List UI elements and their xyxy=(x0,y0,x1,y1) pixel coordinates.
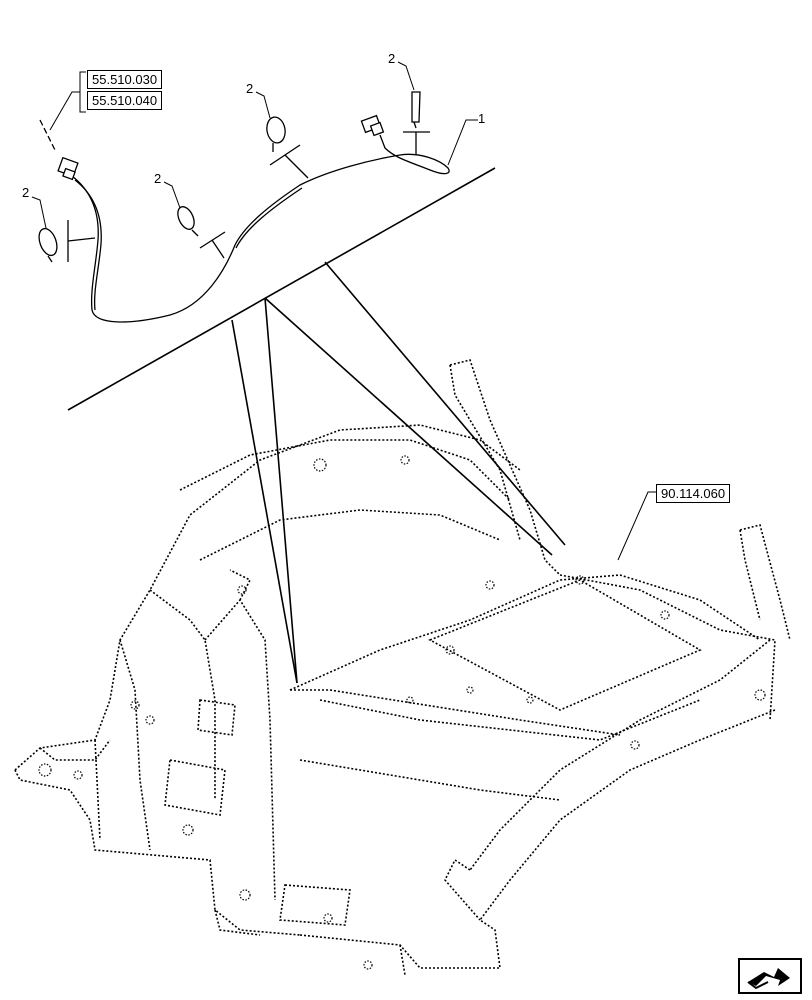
callout-harness: 1 xyxy=(478,111,486,126)
callout-clip-upper: 2 xyxy=(246,81,254,96)
callout-clip-middle: 2 xyxy=(154,171,162,186)
callout-leaders xyxy=(31,61,656,561)
cab-frame xyxy=(14,359,791,976)
wiring-harness xyxy=(71,134,450,323)
next-page-button[interactable] xyxy=(738,958,802,994)
callout-clip-left: 2 xyxy=(22,185,30,200)
pointer-ticks xyxy=(39,119,430,262)
reference-55-510-030[interactable]: 55.510.030 xyxy=(87,70,163,89)
section-boundary xyxy=(67,167,566,684)
connector-right xyxy=(360,114,385,137)
next-page-arrow-icon xyxy=(747,968,790,990)
connector-left xyxy=(57,156,79,181)
reference-55-510-040[interactable]: 55.510.040 xyxy=(87,91,163,110)
callout-clip-right: 2 xyxy=(388,51,396,66)
frame-holes xyxy=(38,455,766,970)
reference-90-114-060[interactable]: 90.114.060 xyxy=(656,484,731,503)
cable-clips xyxy=(38,91,421,263)
